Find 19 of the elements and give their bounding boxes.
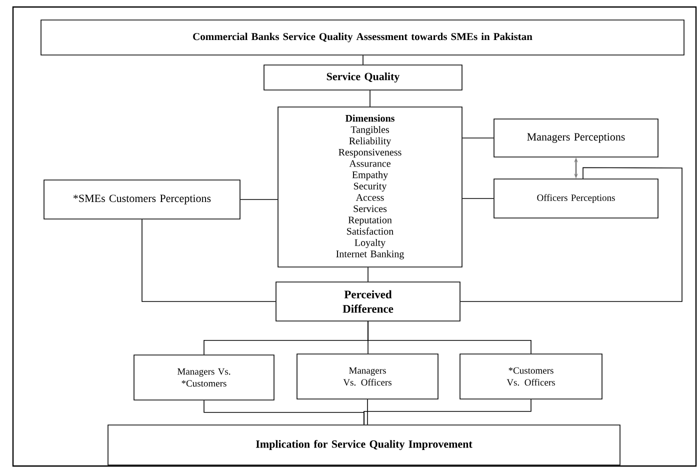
connector xyxy=(362,55,364,65)
comparison-box: *Customers Vs. Officers xyxy=(460,354,602,400)
perception-box: Officers Perceptions xyxy=(494,178,658,218)
comparison-box: Managers Vs. Officers xyxy=(296,354,438,400)
connector xyxy=(240,199,278,200)
perception-box: *SMEs Customers Perceptions xyxy=(44,180,240,220)
perception-box: Managers Perceptions xyxy=(494,118,658,158)
connector xyxy=(462,198,494,199)
implication-box: Implication for Service Quality Improvement xyxy=(108,424,620,466)
connector xyxy=(142,219,276,302)
result-box: Perceived Difference xyxy=(276,282,460,322)
connector xyxy=(368,321,532,354)
title-box: Commercial Banks Service Quality Assessment towards SMEs in Pakistan xyxy=(40,20,684,56)
connector xyxy=(460,167,682,302)
connector xyxy=(364,399,532,425)
connector xyxy=(367,399,368,425)
dimensions-box: Dimensions Tangibles Reliability Responsiveness Assurance Empathy Security Access Services Reputation Satisfaction Loyalty Internet Banking xyxy=(278,106,462,268)
comparison-box: Managers Vs. *Customers xyxy=(134,354,274,400)
concept-box: Service Quality xyxy=(264,64,462,90)
